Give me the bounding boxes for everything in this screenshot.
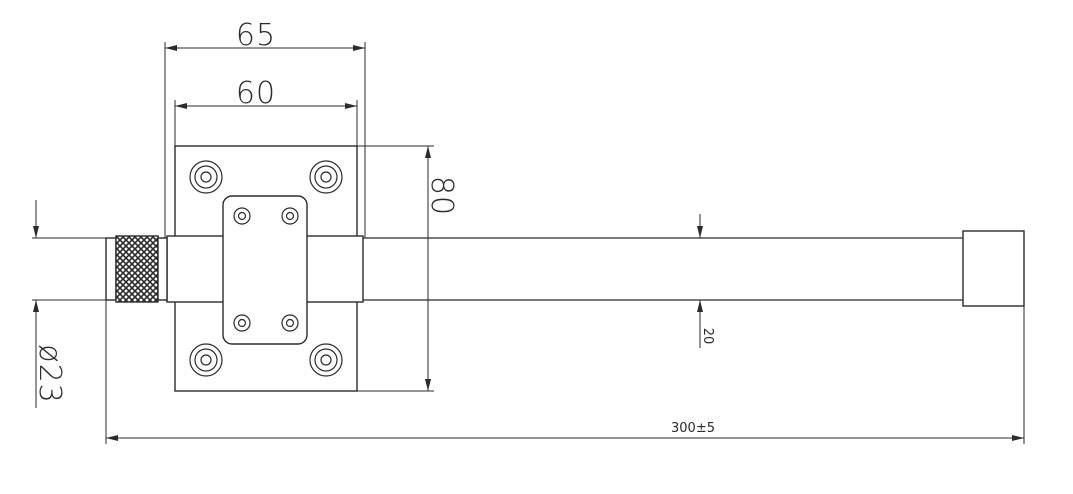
dim-label-300: 300±5 [671, 421, 715, 436]
dim-label-diameter-23: ø23 [32, 344, 67, 404]
knurled-connector [105, 235, 168, 303]
clamp-screw-top-left [233, 207, 251, 225]
antenna-rod [165, 230, 1025, 307]
bolt-bottom-left [189, 343, 223, 377]
dim-mount-outer-width: 65 [164, 18, 366, 238]
dim-connector-diameter: ø23 [32, 200, 110, 408]
dim-total-length: 300±5 [105, 300, 1025, 444]
bolt-top-right [309, 160, 343, 194]
dim-label-65: 65 [236, 18, 276, 53]
bolt-bottom-right [309, 343, 343, 377]
dim-label-20: 20 [700, 328, 715, 345]
clamp-screw-bottom-left [233, 314, 251, 332]
dim-label-80: 80 [424, 176, 459, 216]
dim-mount-inner-width: 60 [174, 76, 358, 146]
dim-mount-height: 80 [357, 145, 459, 392]
rod-end-cap [962, 230, 1025, 307]
clamp-screw-top-right [281, 207, 299, 225]
clamp-screw-bottom-right [281, 314, 299, 332]
clamp-block [166, 195, 364, 345]
dim-rod-diameter: 20 [680, 214, 715, 348]
bolt-top-left [189, 160, 223, 194]
dim-label-60: 60 [236, 76, 276, 111]
